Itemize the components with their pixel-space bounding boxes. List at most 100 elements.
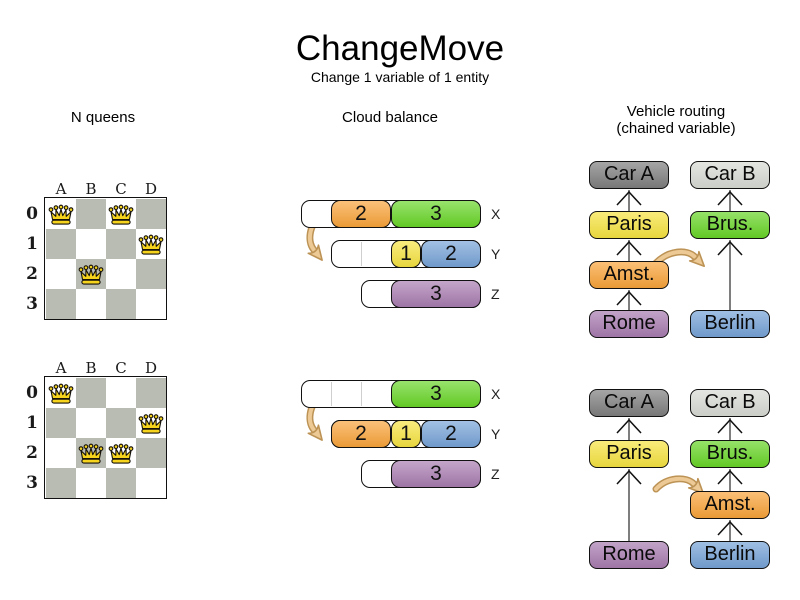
chain-arrowhead-icon bbox=[616, 469, 642, 485]
board-row-header-3: 3 bbox=[26, 294, 38, 314]
board-cell bbox=[106, 408, 136, 438]
cloud-process-block: 2 bbox=[421, 240, 481, 268]
chain-arrowhead-icon bbox=[717, 418, 743, 434]
cloud-process-block: 1 bbox=[391, 420, 421, 448]
queen-d1 bbox=[138, 413, 164, 435]
queen-a0 bbox=[48, 204, 74, 226]
vehicle-routing-title-line: Vehicle routing bbox=[626, 103, 726, 120]
vehicle-box-brus: Brus. bbox=[690, 440, 770, 468]
board-column-header-d: D bbox=[144, 180, 158, 198]
computer-label-x: X bbox=[491, 206, 501, 222]
board-cell bbox=[46, 408, 76, 438]
queen-crown-icon bbox=[108, 204, 134, 225]
board-cell bbox=[136, 199, 166, 229]
chain-arrowhead-icon bbox=[717, 469, 743, 485]
board-row-header-0: 0 bbox=[26, 204, 38, 224]
queen-crown-icon bbox=[108, 443, 134, 464]
queen-a0 bbox=[48, 383, 74, 405]
chain-arrowhead-icon bbox=[616, 418, 642, 434]
board-cell bbox=[106, 259, 136, 289]
board-row-header-1: 1 bbox=[26, 413, 38, 433]
cloud-process-block: 3 bbox=[391, 460, 481, 488]
vehicle-box-berlin: Berlin bbox=[690, 310, 770, 338]
cloud-process-block: 3 bbox=[391, 280, 481, 308]
board-cell bbox=[76, 289, 106, 319]
board-cell bbox=[106, 378, 136, 408]
board-cell bbox=[46, 289, 76, 319]
vehicle-box-carb: Car B bbox=[690, 161, 770, 189]
computer-label-y: Y bbox=[491, 246, 501, 262]
vehicle-box-carb: Car B bbox=[690, 389, 770, 417]
queen-crown-icon bbox=[78, 443, 104, 464]
board-cell bbox=[136, 378, 166, 408]
board-cell bbox=[136, 468, 166, 498]
board-cell bbox=[76, 199, 106, 229]
cloud-process-block: 2 bbox=[421, 420, 481, 448]
board-column-header-c: C bbox=[115, 359, 127, 377]
board-cell bbox=[106, 468, 136, 498]
board-cell bbox=[136, 438, 166, 468]
computer-label-z: Z bbox=[491, 466, 500, 482]
capacity-divider bbox=[361, 382, 362, 406]
queen-crown-icon bbox=[48, 204, 74, 225]
board-column-header-b: B bbox=[85, 180, 97, 198]
queen-d1 bbox=[138, 234, 164, 256]
board-column-header-d: D bbox=[144, 359, 158, 377]
capacity-divider bbox=[361, 242, 362, 266]
board-column-header-b: B bbox=[85, 359, 97, 377]
computer-label-z: Z bbox=[491, 286, 500, 302]
chain-arrowhead-icon bbox=[616, 290, 642, 306]
board-cell bbox=[46, 468, 76, 498]
board-column-header-a: A bbox=[55, 359, 67, 377]
move-arrow-vehicle-bottom-outline bbox=[652, 475, 698, 493]
queen-crown-icon bbox=[138, 413, 164, 434]
diagram-title: ChangeMove bbox=[295, 29, 505, 68]
cloud-process-block: 2 bbox=[331, 420, 391, 448]
board-cell bbox=[76, 468, 106, 498]
diagram-subtitle: Change 1 variable of 1 entity bbox=[310, 69, 490, 85]
vehicle-box-brus: Brus. bbox=[690, 211, 770, 239]
vehicle-box-paris: Paris bbox=[589, 211, 669, 239]
chain-arrowhead-icon bbox=[616, 190, 642, 206]
queen-crown-icon bbox=[138, 234, 164, 255]
vehicle-box-amst: Amst. bbox=[589, 261, 669, 289]
cloud-process-block: 1 bbox=[391, 240, 421, 268]
vehicle-box-berlin: Berlin bbox=[690, 541, 770, 569]
vehicle-box-paris: Paris bbox=[589, 440, 669, 468]
board-cell bbox=[136, 289, 166, 319]
board-row-header-0: 0 bbox=[26, 383, 38, 403]
board-column-header-c: C bbox=[115, 180, 127, 198]
queen-crown-icon bbox=[78, 264, 104, 285]
vehicle-box-cara: Car A bbox=[589, 161, 669, 189]
board-row-header-3: 3 bbox=[26, 473, 38, 493]
board-column-header-a: A bbox=[55, 180, 67, 198]
board-cell bbox=[106, 289, 136, 319]
cloud-process-block: 3 bbox=[391, 200, 481, 228]
computer-label-y: Y bbox=[491, 426, 501, 442]
section-title-vehicle-routing: Vehicle routing (chained variable) bbox=[616, 103, 735, 137]
board-cell bbox=[46, 438, 76, 468]
queen-c0 bbox=[108, 204, 134, 226]
chessboard-border bbox=[44, 197, 168, 321]
chain-arrowhead-icon bbox=[717, 190, 743, 206]
move-arrow-vehicle-bottom bbox=[654, 476, 705, 494]
board-cell bbox=[46, 229, 76, 259]
board-row-header-1: 1 bbox=[26, 234, 38, 254]
board-cell bbox=[46, 259, 76, 289]
section-title-cloud-balance: Cloud balance bbox=[342, 109, 438, 126]
board-cell bbox=[136, 259, 166, 289]
board-row-header-2: 2 bbox=[26, 443, 38, 463]
board-row-header-2: 2 bbox=[26, 264, 38, 284]
vehicle-box-cara: Car A bbox=[589, 389, 669, 417]
queen-b2 bbox=[78, 443, 104, 465]
vehicle-box-rome: Rome bbox=[589, 541, 669, 569]
board-cell bbox=[106, 229, 136, 259]
queen-b2 bbox=[78, 264, 104, 286]
board-cell bbox=[76, 408, 106, 438]
vehicle-routing-subtitle-line: (chained variable) bbox=[616, 120, 736, 137]
vehicle-box-rome: Rome bbox=[589, 310, 669, 338]
computer-label-x: X bbox=[491, 386, 501, 402]
section-title-nqueens: N queens bbox=[70, 109, 136, 126]
chain-arrowhead-icon bbox=[616, 240, 642, 256]
